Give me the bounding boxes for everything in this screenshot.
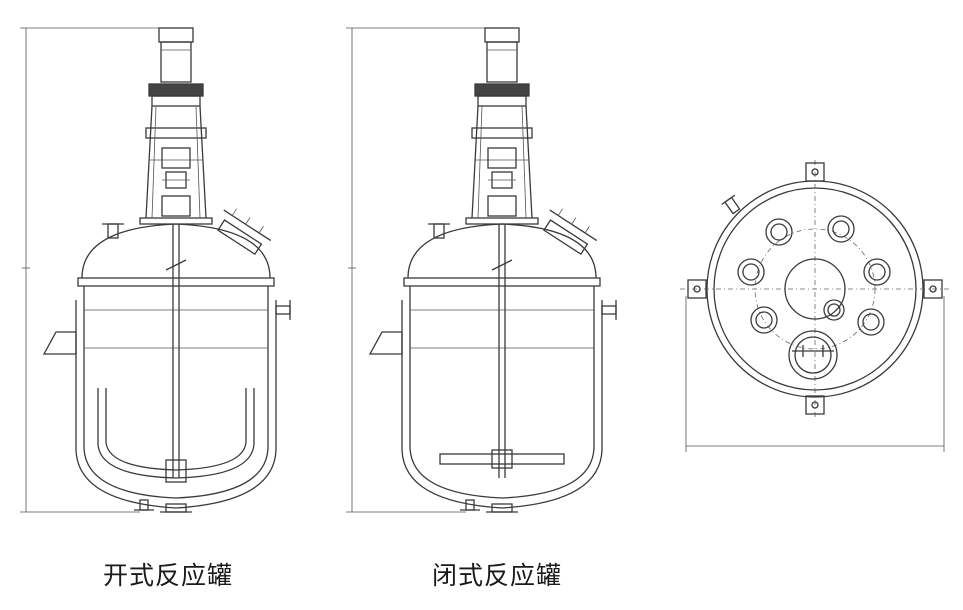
plan-view-drawing [680, 160, 950, 452]
open-reactor-label: 开式反应罐 [103, 561, 234, 590]
anchor-agitator [97, 388, 255, 479]
closed-reactor-label: 闭式反应罐 [432, 561, 563, 590]
paddle-agitator [439, 453, 565, 465]
closed-reactor-drawing [345, 27, 617, 513]
open-reactor-drawing [19, 27, 291, 513]
